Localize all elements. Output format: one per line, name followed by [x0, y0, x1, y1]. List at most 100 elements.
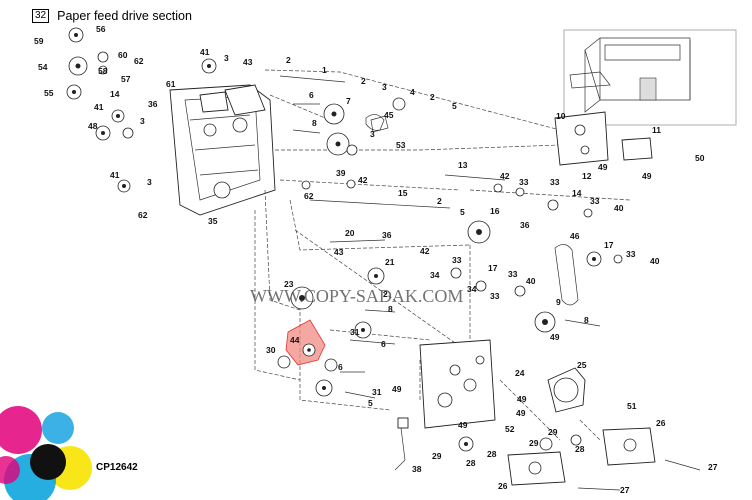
part-label: 33 [590, 196, 600, 206]
part-label: 5 [452, 101, 457, 111]
part-labels: 59 56 54 60 62 58 57 55 41 3 43 2 1 61 1… [34, 24, 718, 495]
part-label: 26 [498, 481, 508, 491]
part-label: 36 [148, 99, 158, 109]
part-label: 3 [147, 177, 152, 187]
part-label: 50 [695, 153, 705, 163]
part-label: 54 [38, 62, 48, 72]
part-label: 33 [452, 255, 462, 265]
part-label: 14 [572, 188, 582, 198]
part-label: 24 [515, 368, 525, 378]
part-label: 35 [208, 216, 218, 226]
part-label: 53 [396, 140, 406, 150]
part-label: 62 [134, 56, 144, 66]
gears-pulleys [66, 27, 623, 452]
part-label: 31 [350, 327, 360, 337]
part-label: 33 [519, 177, 529, 187]
part-label: 3 [370, 129, 375, 139]
part-label: 29 [529, 438, 539, 448]
part-label: 1 [322, 65, 327, 75]
part-label: 7 [346, 96, 351, 106]
main-frame [169, 84, 276, 216]
part-label: 33 [550, 177, 560, 187]
machine-location-inset [563, 29, 737, 126]
part-label: 48 [88, 121, 98, 131]
part-label: 23 [284, 279, 294, 289]
part-label: 49 [458, 420, 468, 430]
part-label: 29 [432, 451, 442, 461]
part-label: 17 [604, 240, 614, 250]
part-label: 49 [598, 162, 608, 172]
part-label: 49 [392, 384, 402, 394]
motors-brackets [370, 111, 701, 491]
part-label: 39 [336, 168, 346, 178]
part-label: 46 [570, 231, 580, 241]
part-label: 36 [382, 230, 392, 240]
part-label: 26 [656, 418, 666, 428]
part-label: 15 [398, 188, 408, 198]
part-label: 28 [466, 458, 476, 468]
part-label: 57 [121, 74, 131, 84]
part-label: 61 [166, 79, 176, 89]
part-label: 30 [266, 345, 276, 355]
part-label: 36 [520, 220, 530, 230]
part-label: 3 [140, 116, 145, 126]
part-label: 49 [516, 408, 526, 418]
part-label: 5 [368, 398, 373, 408]
part-label: 62 [304, 191, 314, 201]
part-label: 41 [110, 170, 120, 180]
part-label: 40 [650, 256, 660, 266]
part-label: 27 [708, 462, 718, 472]
part-label: 52 [505, 424, 515, 434]
part-label: 49 [550, 332, 560, 342]
shafts [279, 75, 601, 399]
part-label: 2 [383, 289, 388, 299]
part-label: 42 [358, 175, 368, 185]
part-label: 2 [286, 55, 291, 65]
part-label: 4 [410, 87, 415, 97]
part-label: 31 [372, 387, 382, 397]
part-label: 3 [224, 53, 229, 63]
part-label: 11 [652, 125, 661, 135]
part-label: 51 [627, 401, 637, 411]
part-label: 28 [487, 449, 497, 459]
part-label: 40 [526, 276, 536, 286]
part-label: 21 [385, 257, 395, 267]
part-label: 62 [138, 210, 148, 220]
color-wheel-logo [0, 406, 92, 500]
figure-code: CP12642 [96, 462, 138, 473]
part-label: 2 [361, 76, 366, 86]
part-label: 9 [556, 297, 561, 307]
section-header: 32 Paper feed drive section [32, 8, 192, 24]
watermark: WWW.COPY-SADAK.COM [250, 286, 463, 306]
part-label: 6 [338, 362, 343, 372]
part-label: 16 [490, 206, 500, 216]
section-title: Paper feed drive section [57, 9, 192, 23]
part-label: 41 [200, 47, 210, 57]
part-label: 44 [290, 335, 300, 345]
part-label: 29 [548, 427, 558, 437]
part-label: 2 [437, 196, 442, 206]
part-label: 49 [517, 394, 527, 404]
part-label: 33 [626, 249, 636, 259]
highlighted-part-44[interactable] [285, 319, 326, 366]
part-label: 60 [118, 50, 128, 60]
part-label: 34 [467, 284, 477, 294]
part-label: 20 [345, 228, 355, 238]
part-label: 17 [488, 263, 498, 273]
part-label: 8 [388, 304, 393, 314]
part-label: 33 [508, 269, 518, 279]
part-label: 10 [556, 111, 566, 121]
section-number: 32 [32, 9, 50, 23]
part-label: 6 [309, 90, 314, 100]
part-label: 49 [642, 171, 652, 181]
part-label: 42 [500, 171, 510, 181]
part-label: 28 [575, 444, 585, 454]
part-label: 45 [384, 110, 394, 120]
part-label: 14 [110, 89, 120, 99]
part-label: 40 [614, 203, 624, 213]
part-label: 43 [243, 57, 253, 67]
part-label: 55 [44, 88, 54, 98]
part-label: 8 [584, 315, 589, 325]
part-label: 6 [381, 339, 386, 349]
part-label: 56 [96, 24, 106, 34]
